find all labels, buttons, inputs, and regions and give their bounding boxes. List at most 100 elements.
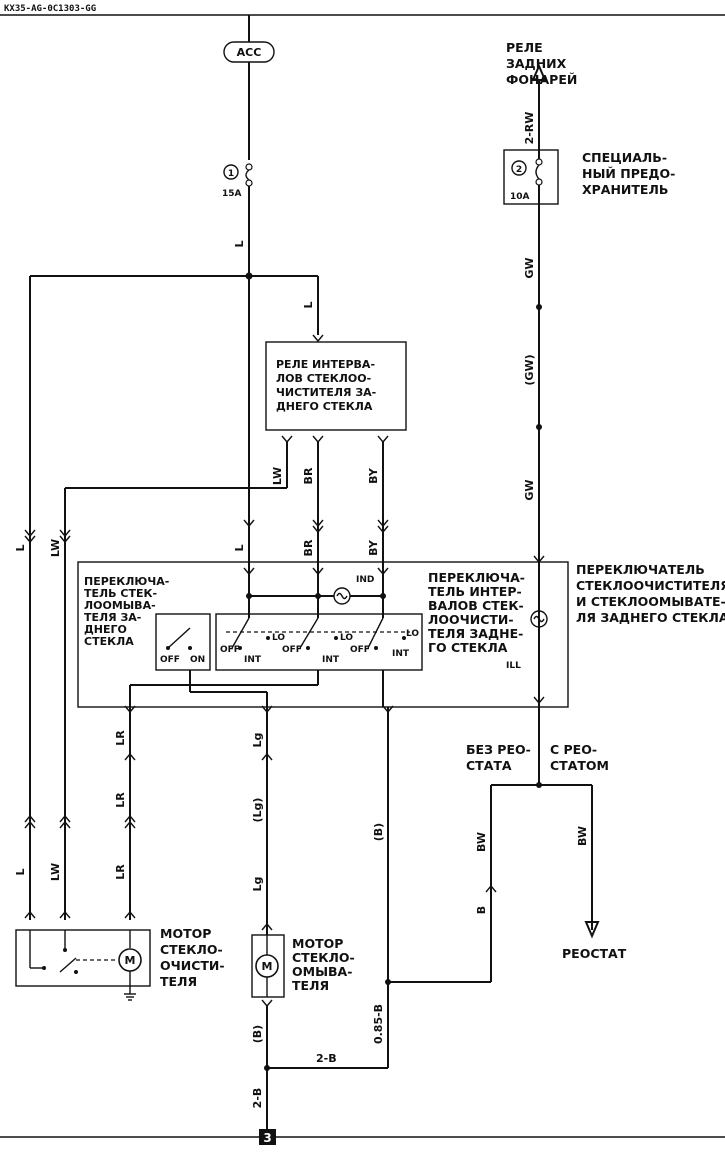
svg-text:BW: BW <box>475 832 488 852</box>
svg-text:(Lg): (Lg) <box>251 798 264 823</box>
combination-switch: ПЕРЕКЛЮЧА- ТЕЛЬ СТЕК- ЛООМЫВА- ТЕЛЯ ЗА- … <box>77 561 569 708</box>
svg-text:ОМЫВА-: ОМЫВА- <box>292 964 352 979</box>
svg-text:M: M <box>125 954 136 967</box>
washer-motor-label: МОТОР СТЕКЛО- ОМЫВА- ТЕЛЯ <box>292 936 355 993</box>
svg-text:INT: INT <box>244 655 262 665</box>
svg-text:ПЕРЕКЛЮЧА-: ПЕРЕКЛЮЧА- <box>84 575 169 588</box>
svg-text:СПЕЦИАЛЬ-: СПЕЦИАЛЬ- <box>582 150 667 165</box>
fuse-1: 1 15A <box>222 163 253 199</box>
svg-text:(GW): (GW) <box>523 354 536 385</box>
svg-text:ON: ON <box>190 655 205 665</box>
svg-text:3: 3 <box>263 1131 271 1145</box>
svg-text:LW: LW <box>49 863 62 881</box>
svg-text:ЛЯ ЗАДНЕГО СТЕКЛА: ЛЯ ЗАДНЕГО СТЕКЛА <box>576 610 725 625</box>
svg-text:LO: LO <box>272 633 285 643</box>
svg-text:OFF: OFF <box>160 655 180 665</box>
doc-code: KX35-AG-0C1303-GG <box>4 4 96 14</box>
svg-text:ПЕРЕКЛЮЧА-: ПЕРЕКЛЮЧА- <box>428 570 525 585</box>
svg-text:(B): (B) <box>372 823 385 841</box>
svg-text:ТЕЛЯ ЗА-: ТЕЛЯ ЗА- <box>84 611 141 624</box>
svg-text:GW: GW <box>523 257 536 278</box>
svg-text:OFF: OFF <box>220 645 240 655</box>
svg-text:10A: 10A <box>510 192 530 202</box>
svg-text:BY: BY <box>367 539 380 556</box>
svg-text:OFF: OFF <box>350 645 370 655</box>
svg-text:ГО СТЕКЛА: ГО СТЕКЛА <box>428 640 508 655</box>
svg-text:2: 2 <box>516 165 522 175</box>
svg-text:ЧИСТИТЕЛЯ ЗА-: ЧИСТИТЕЛЯ ЗА- <box>276 386 376 399</box>
svg-text:СТАТА: СТАТА <box>466 758 512 773</box>
wiper-motor: M <box>15 929 151 1001</box>
svg-text:B: B <box>475 906 488 914</box>
combo-switch-label: ПЕРЕКЛЮЧАТЕЛЬ СТЕКЛООЧИСТИТЕЛЯ И СТЕКЛОО… <box>576 562 725 625</box>
svg-text:РЕЛЕ: РЕЛЕ <box>506 40 543 55</box>
svg-text:L: L <box>302 301 315 308</box>
svg-text:РЕЛЕ ИНТЕРВА-: РЕЛЕ ИНТЕРВА- <box>276 358 375 371</box>
svg-text:ДНЕГО: ДНЕГО <box>84 623 127 636</box>
svg-text:L: L <box>14 868 27 875</box>
svg-text:INT: INT <box>392 649 410 659</box>
svg-text:0.85-B: 0.85-B <box>372 1004 385 1044</box>
svg-text:ДНЕГО СТЕКЛА: ДНЕГО СТЕКЛА <box>276 400 373 413</box>
svg-text:ТЕЛЯ: ТЕЛЯ <box>292 978 329 993</box>
svg-text:ЛООЧИСТИ-: ЛООЧИСТИ- <box>428 612 514 627</box>
svg-text:МОТОР: МОТОР <box>292 936 343 951</box>
svg-text:ВАЛОВ СТЕК-: ВАЛОВ СТЕК- <box>428 598 524 613</box>
svg-text:СТЕКЛО-: СТЕКЛО- <box>160 942 223 957</box>
interval-switch-label: ПЕРЕКЛЮЧА- ТЕЛЬ ИНТЕР- ВАЛОВ СТЕК- ЛООЧИ… <box>428 570 525 655</box>
svg-text:ТЕЛЬ СТЕК-: ТЕЛЬ СТЕК- <box>84 587 157 600</box>
svg-text:ACC: ACC <box>237 46 262 59</box>
svg-text:BW: BW <box>576 826 589 846</box>
svg-text:СТАТОМ: СТАТОМ <box>550 758 609 773</box>
svg-text:ТЕЛЯ: ТЕЛЯ <box>160 974 197 989</box>
svg-text:OFF: OFF <box>282 645 302 655</box>
svg-text:IND: IND <box>356 575 374 585</box>
svg-text:GW: GW <box>523 479 536 500</box>
svg-text:СТЕКЛА: СТЕКЛА <box>84 635 134 648</box>
svg-text:LO: LO <box>406 629 419 639</box>
svg-text:LR: LR <box>114 864 127 880</box>
washer-motor: M <box>251 934 285 998</box>
wiper-motor-label: МОТОР СТЕКЛО- ОЧИСТИ- ТЕЛЯ <box>160 926 225 989</box>
svg-text:СТЕКЛООЧИСТИТЕЛЯ: СТЕКЛООЧИСТИТЕЛЯ <box>576 578 725 593</box>
svg-text:LR: LR <box>114 730 127 746</box>
ground-point: 3 <box>259 1129 276 1145</box>
without-rheostat-label: БЕЗ РЕО- СТАТА <box>466 742 531 773</box>
svg-text:ТЕЛЯ ЗАДНЕ-: ТЕЛЯ ЗАДНЕ- <box>428 626 523 641</box>
svg-text:ЗАДНИХ: ЗАДНИХ <box>506 56 567 71</box>
svg-text:И СТЕКЛООМЫВАТЕ-: И СТЕКЛООМЫВАТЕ- <box>576 594 725 609</box>
svg-text:M: M <box>262 960 273 973</box>
svg-text:Lg: Lg <box>251 733 264 748</box>
svg-text:L: L <box>14 544 27 551</box>
svg-text:ILL: ILL <box>506 661 521 671</box>
svg-text:INT: INT <box>322 655 340 665</box>
svg-text:2-B: 2-B <box>251 1088 264 1109</box>
svg-text:15A: 15A <box>222 189 242 199</box>
svg-text:BY: BY <box>367 467 380 484</box>
svg-text:НЫЙ ПРЕДО-: НЫЙ ПРЕДО- <box>582 166 675 181</box>
svg-text:С РЕО-: С РЕО- <box>550 742 597 757</box>
svg-text:МОТОР: МОТОР <box>160 926 211 941</box>
rheostat-label: РЕОСТАТ <box>562 946 627 961</box>
svg-text:2-B: 2-B <box>316 1052 337 1065</box>
svg-text:ТЕЛЬ ИНТЕР-: ТЕЛЬ ИНТЕР- <box>428 584 522 599</box>
svg-text:ХРАНИТЕЛЬ: ХРАНИТЕЛЬ <box>582 182 668 197</box>
svg-text:Lg: Lg <box>251 877 264 892</box>
svg-text:LW: LW <box>271 467 284 485</box>
svg-text:СТЕКЛО-: СТЕКЛО- <box>292 950 355 965</box>
svg-text:2-RW: 2-RW <box>523 112 536 145</box>
with-rheostat-label: С РЕО- СТАТОМ <box>550 742 609 773</box>
svg-text:BR: BR <box>302 467 315 484</box>
svg-text:(B): (B) <box>251 1025 264 1043</box>
svg-text:БЕЗ РЕО-: БЕЗ РЕО- <box>466 742 531 757</box>
wire-l-1: L <box>233 240 246 247</box>
washer-switch-label: ПЕРЕКЛЮЧА- ТЕЛЬ СТЕК- ЛООМЫВА- ТЕЛЯ ЗА- … <box>84 575 169 648</box>
svg-text:LW: LW <box>49 539 62 557</box>
fuse-2: 2 10A <box>503 149 559 205</box>
svg-text:LO: LO <box>340 633 353 643</box>
acc-connector: ACC <box>223 41 275 63</box>
svg-text:ЛООМЫВА-: ЛООМЫВА- <box>84 599 156 612</box>
svg-text:LR: LR <box>114 792 127 808</box>
svg-text:BR: BR <box>302 539 315 556</box>
